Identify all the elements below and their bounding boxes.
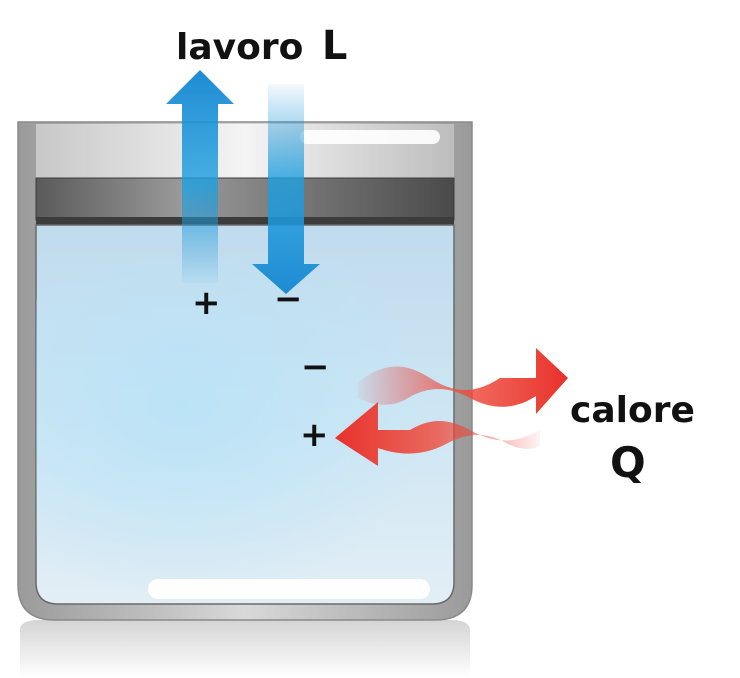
- heat-in-sign: +: [300, 415, 329, 455]
- heat-in-arrow: [335, 402, 540, 466]
- piston: [35, 177, 455, 221]
- heat-out-sign: −: [301, 347, 330, 387]
- work-out-sign: +: [192, 283, 221, 323]
- floor-shadow: [20, 620, 470, 678]
- heat-symbol: Q: [610, 438, 646, 487]
- work-out-arrow: [166, 70, 234, 283]
- work-symbol: L: [321, 23, 348, 69]
- heat-word: calore: [570, 390, 695, 431]
- work-in-arrow: [252, 84, 320, 294]
- work-word: lavoro: [176, 27, 304, 68]
- work-in-sign: −: [274, 279, 303, 319]
- gas-highlight: [148, 579, 430, 599]
- work-label: lavoro L: [176, 26, 347, 66]
- heat-out-arrow: [358, 348, 568, 414]
